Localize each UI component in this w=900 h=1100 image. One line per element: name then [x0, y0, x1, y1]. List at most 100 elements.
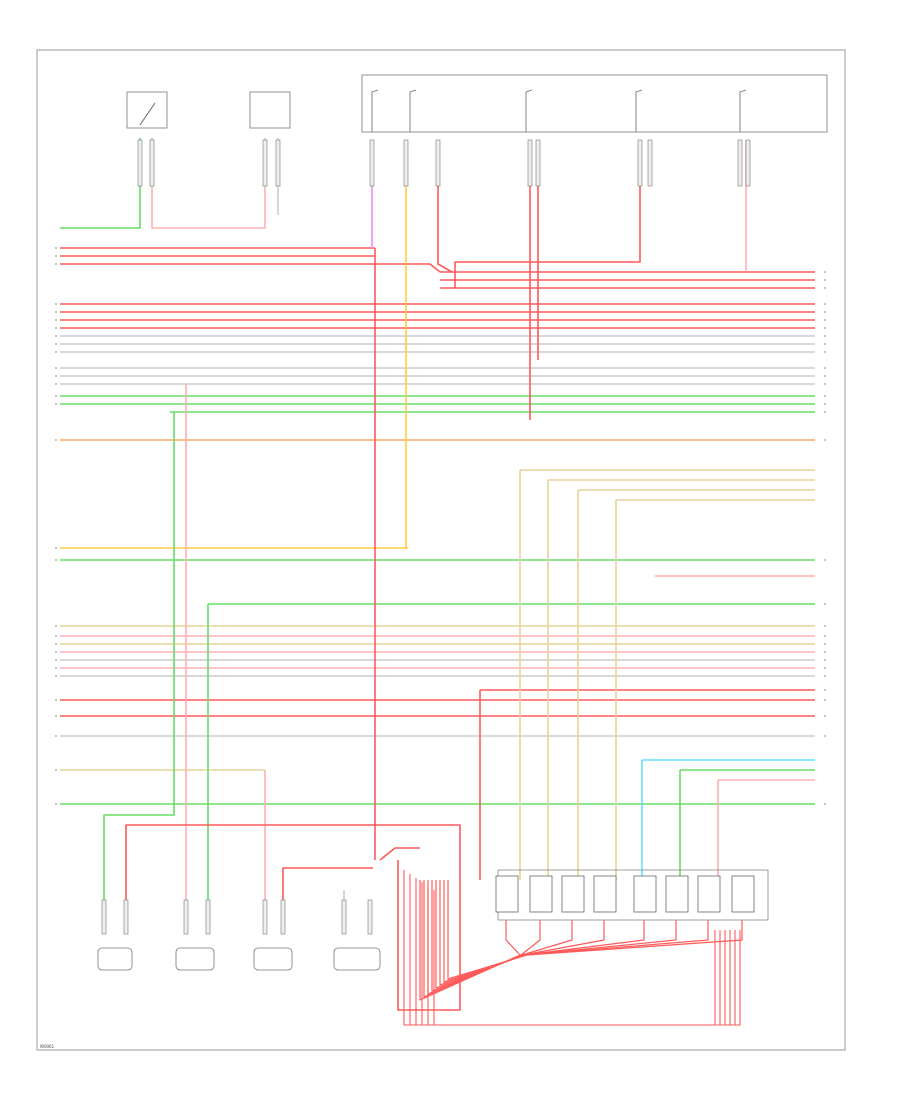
return-wire: [433, 890, 741, 1026]
wire: [429, 263, 441, 273]
top-connector-pin: [149, 139, 155, 187]
top-connector-pin: [403, 139, 409, 187]
right-terminal-marker: [824, 279, 826, 281]
wire: [151, 138, 266, 229]
left-terminal-marker: [55, 395, 57, 397]
right-terminal-marker: [824, 667, 826, 669]
wire: [103, 412, 175, 900]
left-terminal-marker: [55, 375, 57, 377]
switch-contact: [139, 102, 156, 126]
top-connector-pin: [737, 139, 743, 187]
left-terminal-marker: [55, 343, 57, 345]
bottom-connector-pin: [183, 899, 189, 935]
right-terminal-marker: [824, 395, 826, 397]
left-terminal-marker: [55, 327, 57, 329]
transmission-module: [361, 74, 828, 133]
right-terminal-marker: [824, 335, 826, 337]
module-contact: [371, 89, 379, 132]
right-terminal-marker: [824, 603, 826, 605]
left-terminal-marker: [55, 335, 57, 337]
bottom-sensor-2: [175, 947, 215, 971]
right-terminal-marker: [824, 311, 826, 313]
wire: [379, 847, 420, 861]
right-terminal-marker: [824, 271, 826, 273]
right-terminal-marker: [824, 287, 826, 289]
left-terminal-marker: [55, 367, 57, 369]
left-terminal-marker: [55, 699, 57, 701]
return-wire: [447, 880, 743, 980]
right-terminal-marker: [824, 351, 826, 353]
right-terminal-marker: [824, 635, 826, 637]
wire: [125, 824, 461, 1011]
right-terminal-marker: [824, 411, 826, 413]
right-terminal-marker: [824, 651, 826, 653]
left-terminal-marker: [55, 255, 57, 257]
left-terminal-marker: [55, 351, 57, 353]
relay-cell: [697, 875, 721, 913]
top-connector-pin: [535, 139, 541, 187]
top-connector-pin: [647, 139, 653, 187]
relay-cell: [731, 875, 755, 913]
top-connector-pin: [527, 139, 533, 187]
right-terminal-marker: [824, 343, 826, 345]
page-reference: W0061: [40, 1044, 55, 1049]
wire: [282, 867, 373, 900]
top-connector-pin: [262, 139, 268, 187]
left-terminal-marker: [55, 803, 57, 805]
left-terminal-marker: [55, 263, 57, 265]
relay-cell: [593, 875, 617, 913]
bottom-connector-pin: [101, 899, 107, 935]
component-layer: [55, 74, 828, 971]
left-terminal-marker: [55, 735, 57, 737]
right-terminal-marker: [824, 699, 826, 701]
bottom-sensor-3: [253, 947, 293, 971]
diagram-frame: [36, 49, 846, 1051]
right-terminal-marker: [824, 375, 826, 377]
wire: [60, 138, 141, 229]
left-terminal-marker: [55, 303, 57, 305]
top-connector-pin: [435, 139, 441, 187]
wire-layer: [60, 138, 815, 1026]
right-terminal-marker: [824, 689, 826, 691]
right-terminal-marker: [824, 367, 826, 369]
right-terminal-marker: [824, 735, 826, 737]
wire: [454, 140, 641, 288]
right-terminal-marker: [824, 319, 826, 321]
relay-cell: [495, 875, 519, 913]
right-terminal-marker: [824, 439, 826, 441]
bottom-connector-pin: [341, 899, 347, 935]
top-connector-pin: [275, 139, 281, 187]
left-terminal-marker: [55, 667, 57, 669]
module-contact: [409, 89, 417, 132]
left-terminal-marker: [55, 643, 57, 645]
left-terminal-marker: [55, 319, 57, 321]
relay-cell: [561, 875, 585, 913]
module-contact: [739, 89, 747, 132]
left-terminal-marker: [55, 675, 57, 677]
bottom-connector-pin: [280, 899, 286, 935]
left-terminal-marker: [55, 715, 57, 717]
right-terminal-marker: [824, 403, 826, 405]
right-terminal-marker: [824, 625, 826, 627]
left-terminal-marker: [55, 625, 57, 627]
left-terminal-marker: [55, 659, 57, 661]
right-terminal-marker: [824, 303, 826, 305]
module-contact: [525, 89, 533, 132]
right-terminal-marker: [824, 803, 826, 805]
left-terminal-marker: [55, 311, 57, 313]
right-terminal-marker: [824, 715, 826, 717]
right-terminal-marker: [824, 643, 826, 645]
bottom-sensor-1: [97, 947, 133, 971]
top-switch-left: [126, 91, 168, 129]
bottom-sensor-4: [333, 947, 381, 971]
bottom-connector-pin: [262, 899, 268, 935]
relay-cell: [633, 875, 657, 913]
top-sensor-block: [249, 91, 291, 129]
relay-cell: [665, 875, 689, 913]
bottom-connector-pin: [123, 899, 129, 935]
left-terminal-marker: [55, 559, 57, 561]
left-terminal-marker: [55, 383, 57, 385]
top-connector-pin: [369, 139, 375, 187]
top-connector-pin: [745, 139, 751, 187]
